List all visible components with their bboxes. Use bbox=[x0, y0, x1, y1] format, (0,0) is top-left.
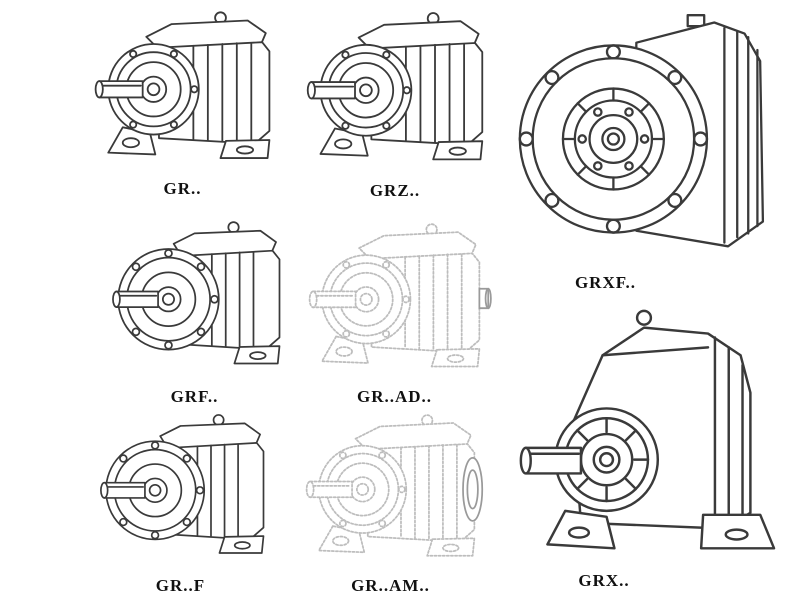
gearbox-drawing-grxf bbox=[498, 6, 793, 272]
input-adapter-flange bbox=[462, 457, 484, 522]
gearbox-figure-grx: GRX.. bbox=[495, 300, 793, 592]
gearbox-label-grf: GRF.. bbox=[170, 387, 219, 406]
gearbox-drawing-gr-ad bbox=[292, 218, 492, 386]
gearbox-figure-gr-ad: GR..AD.. bbox=[292, 214, 497, 408]
gearbox-label-gr-ad: GR..AD.. bbox=[356, 387, 433, 406]
gearbox-drawing-gr-f bbox=[78, 409, 283, 575]
gearbox-label-gr: GR.. bbox=[163, 179, 202, 198]
gearbox-label-grx: GRX.. bbox=[578, 571, 630, 590]
gearbox-drawing-gr-am bbox=[288, 409, 484, 575]
gearbox-figure-grz: GRZ.. bbox=[295, 2, 495, 202]
gearbox-label-gr-f: GR..F bbox=[155, 576, 206, 595]
gearbox-label-gr-am: GR..AM.. bbox=[351, 576, 430, 595]
gearbox-figure-grf: GRF.. bbox=[92, 212, 297, 408]
gearbox-drawing-grx bbox=[495, 304, 793, 570]
gearbox-figure-gr-f: GR..F bbox=[78, 405, 283, 597]
gearbox-label-grz: GRZ.. bbox=[369, 181, 421, 200]
gearbox-figure-gr: GR.. bbox=[80, 2, 285, 200]
input-adapter-shaft bbox=[478, 287, 492, 310]
gearbox-figure-gr-am: GR..AM.. bbox=[288, 405, 493, 597]
gearbox-label-grxf: GRXF.. bbox=[574, 273, 637, 292]
gearbox-drawing-gr bbox=[80, 6, 285, 178]
gearbox-figure-grxf: GRXF.. bbox=[498, 2, 793, 294]
gearbox-drawing-grz bbox=[295, 6, 495, 180]
gearbox-drawing-grf bbox=[92, 216, 297, 386]
